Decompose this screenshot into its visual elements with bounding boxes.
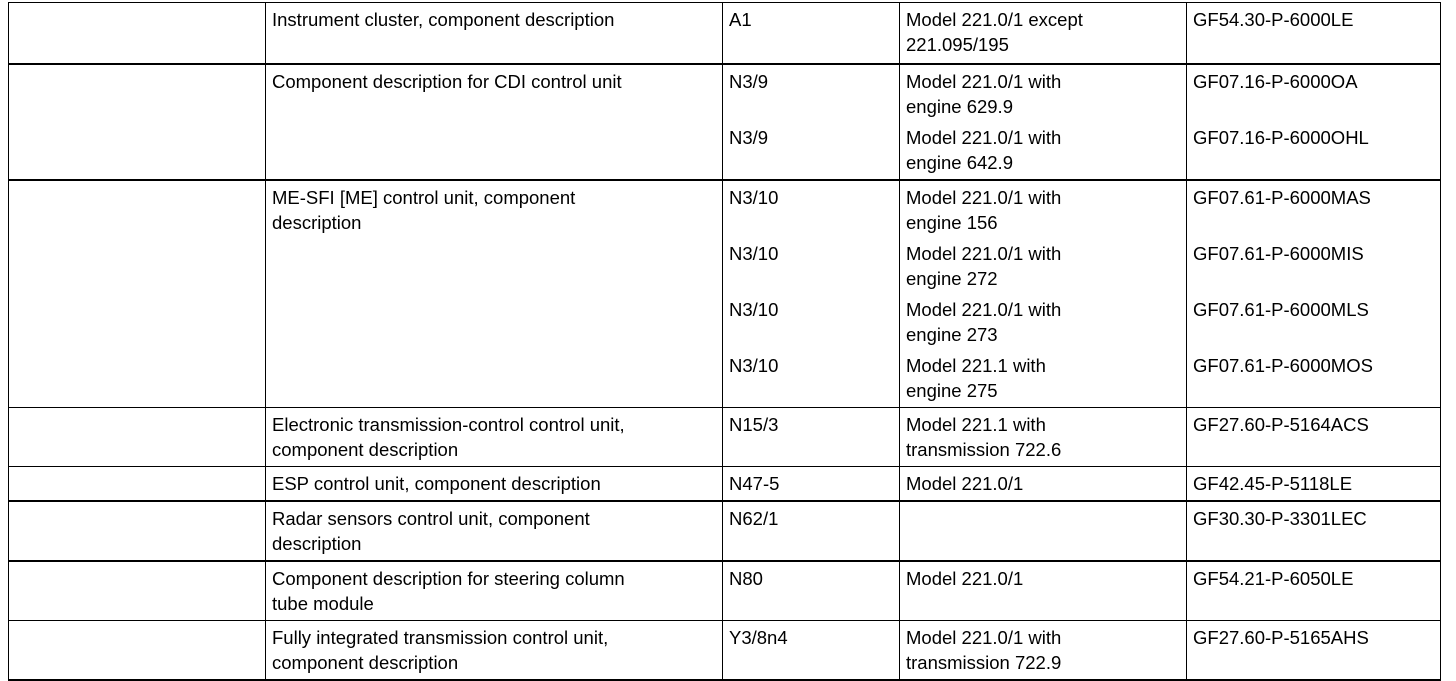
component-code: N47-5 [729, 473, 780, 494]
table-row: Component description for steering colum… [8, 560, 1441, 621]
component-code: A1 [729, 9, 752, 30]
description-text: Fully integrated transmission control un… [272, 627, 609, 673]
row-code-cell: N47-5 [722, 466, 900, 502]
row-model-cell: Model 221.0/1 with engine 629.9 Model 22… [899, 63, 1187, 181]
document-number: GF07.61-P-6000MOS [1193, 355, 1373, 376]
row-blank-cell [8, 560, 266, 621]
document-number: GF30.30-P-3301LEC [1193, 508, 1367, 529]
document-page: Instrument cluster, component descriptio… [8, 2, 1441, 681]
row-description-cell: Fully integrated transmission control un… [265, 620, 723, 681]
description-text: Instrument cluster, component descriptio… [272, 9, 615, 30]
row-blank-cell [8, 500, 266, 562]
row-code-cell: N80 [722, 560, 900, 621]
row-code-cell: N15/3 [722, 407, 900, 467]
row-code-cell: Y3/8n4 [722, 620, 900, 681]
model-text: Model 221.1 with transmission 722.6 [906, 414, 1062, 460]
row-description-cell: ESP control unit, component description [265, 466, 723, 502]
component-code: N3/9 [729, 71, 769, 92]
row-blank-cell [8, 179, 266, 408]
table-row: ESP control unit, component description … [8, 466, 1441, 502]
description-text: Electronic transmission-control control … [272, 414, 625, 460]
component-code: N3/10 [729, 355, 779, 376]
document-number: GF07.16-P-6000OA [1193, 71, 1358, 92]
row-code-cell: N62/1 [722, 500, 900, 562]
model-text: Model 221.0/1 [906, 473, 1024, 494]
row-description-cell: Radar sensors control unit, component de… [265, 500, 723, 562]
row-blank-cell [8, 620, 266, 681]
table-row: Instrument cluster, component descriptio… [8, 2, 1441, 65]
row-doc-cell: GF54.30-P-6000LE [1186, 2, 1441, 65]
model-text: Model 221.0/1 with transmission 722.9 [906, 627, 1062, 673]
row-description-cell: ME-SFI [ME] control unit, component desc… [265, 179, 723, 408]
table-body: Instrument cluster, component descriptio… [8, 2, 1441, 681]
table-row: Electronic transmission-control control … [8, 407, 1441, 467]
component-code: N3/10 [729, 299, 779, 320]
row-model-cell: Model 221.0/1 with engine 156 Model 221.… [899, 179, 1187, 408]
model-text: Model 221.1 with engine 275 [906, 355, 1046, 401]
row-description-cell: Component description for CDI control un… [265, 63, 723, 181]
model-text: Model 221.0/1 except 221.095/195 [906, 9, 1083, 55]
row-blank-cell [8, 466, 266, 502]
row-code-cell: A1 [722, 2, 900, 65]
description-text: Component description for steering colum… [272, 568, 625, 614]
table-row: Fully integrated transmission control un… [8, 620, 1441, 681]
document-number: GF07.61-P-6000MLS [1193, 299, 1369, 320]
model-text: Model 221.0/1 with engine 272 [906, 243, 1062, 289]
row-code-cell: N3/10 N3/10 N3/10 N3/10 [722, 179, 900, 408]
document-number: GF27.60-P-5165AHS [1193, 627, 1369, 648]
row-doc-cell: GF07.16-P-6000OA GF07.16-P-6000OHL [1186, 63, 1441, 181]
document-number: GF07.16-P-6000OHL [1193, 127, 1369, 148]
document-number: GF54.30-P-6000LE [1193, 9, 1354, 30]
row-description-cell: Component description for steering colum… [265, 560, 723, 621]
document-number: GF54.21-P-6050LE [1193, 568, 1354, 589]
row-doc-cell: GF42.45-P-5118LE [1186, 466, 1441, 502]
row-blank-cell [8, 407, 266, 467]
model-text [906, 506, 1186, 556]
model-text: Model 221.0/1 [906, 568, 1024, 589]
table-row: Radar sensors control unit, component de… [8, 500, 1441, 562]
component-code: N80 [729, 568, 763, 589]
component-code: Y3/8n4 [729, 627, 788, 648]
model-text: Model 221.0/1 with engine 642.9 [906, 127, 1062, 173]
description-text: ESP control unit, component description [272, 473, 601, 494]
row-blank-cell [8, 63, 266, 181]
component-code: N15/3 [729, 414, 779, 435]
component-code: N62/1 [729, 508, 779, 529]
row-doc-cell: GF07.61-P-6000MAS GF07.61-P-6000MIS GF07… [1186, 179, 1441, 408]
component-description-table: Instrument cluster, component descriptio… [8, 2, 1441, 681]
row-doc-cell: GF30.30-P-3301LEC [1186, 500, 1441, 562]
row-doc-cell: GF27.60-P-5165AHS [1186, 620, 1441, 681]
row-model-cell: Model 221.0/1 [899, 466, 1187, 502]
row-model-cell: Model 221.0/1 with transmission 722.9 [899, 620, 1187, 681]
description-text: ME-SFI [ME] control unit, component desc… [272, 187, 576, 233]
model-text: Model 221.0/1 with engine 273 [906, 299, 1062, 345]
component-code: N3/10 [729, 187, 779, 208]
row-description-cell: Electronic transmission-control control … [265, 407, 723, 467]
row-model-cell [899, 500, 1187, 562]
component-code: N3/9 [729, 127, 769, 148]
row-description-cell: Instrument cluster, component descriptio… [265, 2, 723, 65]
description-text: Radar sensors control unit, component de… [272, 508, 590, 554]
document-number: GF27.60-P-5164ACS [1193, 414, 1369, 435]
document-number: GF07.61-P-6000MIS [1193, 243, 1364, 264]
component-code: N3/10 [729, 243, 779, 264]
model-text: Model 221.0/1 with engine 629.9 [906, 71, 1062, 117]
row-model-cell: Model 221.0/1 except 221.095/195 [899, 2, 1187, 65]
document-number: GF42.45-P-5118LE [1193, 473, 1353, 494]
row-blank-cell [8, 2, 266, 65]
table-row: ME-SFI [ME] control unit, component desc… [8, 179, 1441, 408]
model-text: Model 221.0/1 with engine 156 [906, 187, 1062, 233]
row-doc-cell: GF54.21-P-6050LE [1186, 560, 1441, 621]
description-text: Component description for CDI control un… [272, 71, 622, 92]
document-number: GF07.61-P-6000MAS [1193, 187, 1371, 208]
table-row: Component description for CDI control un… [8, 63, 1441, 181]
row-code-cell: N3/9 N3/9 [722, 63, 900, 181]
row-model-cell: Model 221.0/1 [899, 560, 1187, 621]
row-doc-cell: GF27.60-P-5164ACS [1186, 407, 1441, 467]
row-model-cell: Model 221.1 with transmission 722.6 [899, 407, 1187, 467]
